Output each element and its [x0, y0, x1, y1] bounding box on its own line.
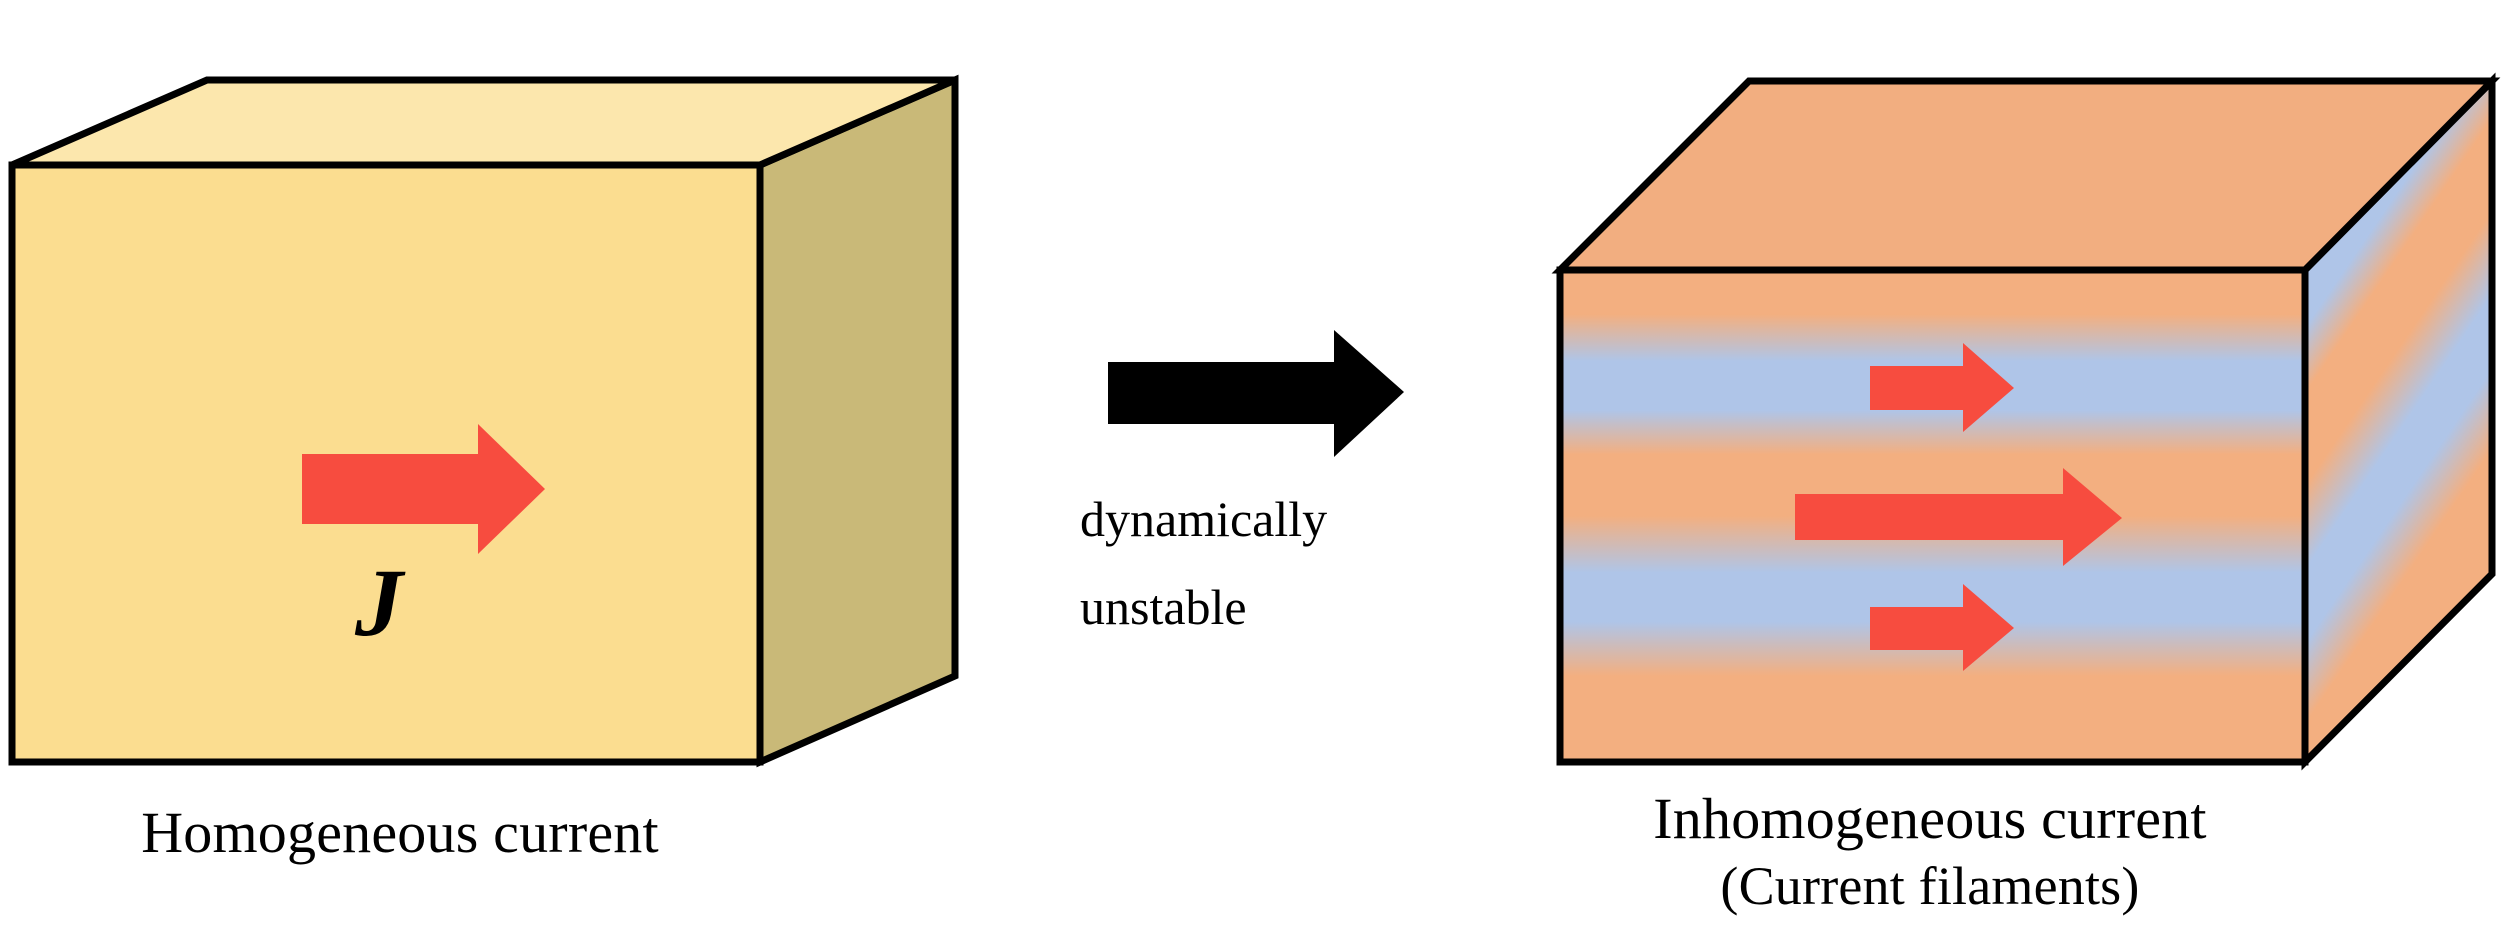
dynamically-unstable-arrow	[1108, 330, 1404, 457]
transition-label-line2: unstable	[1080, 579, 1247, 635]
left-panel-caption: Homogeneous current	[141, 800, 659, 865]
transition-arrow	[1108, 330, 1404, 457]
current-density-symbol: J	[355, 549, 403, 656]
filament-arrow-bottom	[1870, 584, 2014, 671]
right-panel-caption-line1: Inhomogeneous current	[1653, 786, 2207, 851]
current-arrow	[302, 424, 545, 554]
inhomogeneous-current-box	[1551, 72, 2501, 771]
filament-arrow-middle	[1795, 468, 2122, 566]
right-panel-caption-line2: (Current filaments)	[1720, 856, 2140, 917]
homogeneous-current-box	[8, 74, 959, 768]
filament-arrow-top	[1870, 343, 2014, 432]
right-panel-caption: Inhomogeneous current (Current filaments…	[1480, 786, 2380, 918]
transition-label-line1: dynamically	[1080, 491, 1328, 547]
left-box-side-face	[756, 74, 959, 768]
